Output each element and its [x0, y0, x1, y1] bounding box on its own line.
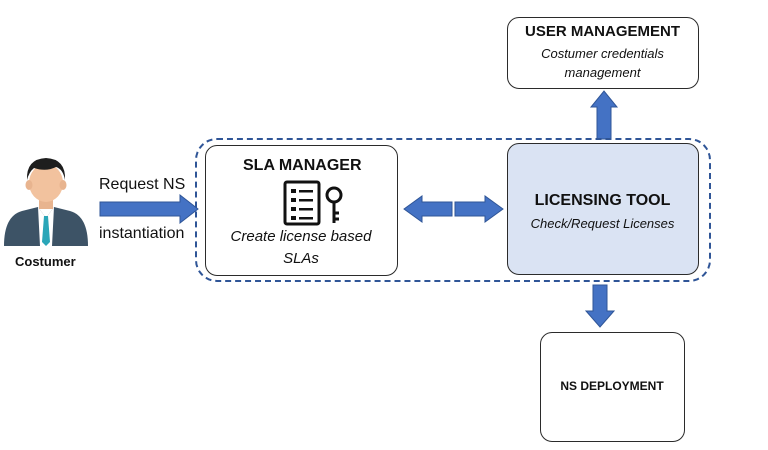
- customer-avatar-icon: [4, 158, 88, 246]
- licensing-tool-title: LICENSING TOOL: [534, 192, 671, 209]
- user-management-subtitle-line2: management: [564, 65, 641, 80]
- sla-manager-subtitle-line1: Create license based: [230, 228, 372, 245]
- licensing-tool-box: LICENSING TOOL Check/Request Licenses: [507, 143, 699, 275]
- customer-label: Costumer: [15, 254, 76, 269]
- core-components-group: [195, 138, 711, 282]
- request-arrow: [99, 193, 199, 225]
- bidirectional-arrow: [403, 195, 504, 223]
- sla-manager-title: SLA MANAGER: [243, 157, 362, 174]
- user-management-title: USER MANAGEMENT: [524, 23, 680, 40]
- user-management-box: USER MANAGEMENT Costumer credentials man…: [507, 17, 699, 89]
- sla-manager-box: SLA MANAGER Create license based SLAs: [205, 145, 398, 276]
- request-label-line1: Request NS: [99, 176, 186, 193]
- user-management-subtitle-line1: Costumer credentials: [541, 46, 664, 61]
- ns-deployment-box: NS DEPLOYMENT: [540, 332, 685, 442]
- down-arrow: [584, 284, 616, 328]
- sla-manager-subtitle-line2: SLAs: [283, 250, 319, 267]
- licensing-tool-subtitle: Check/Request Licenses: [530, 216, 675, 231]
- license-document-icon: [283, 180, 343, 226]
- up-arrow: [589, 90, 619, 140]
- request-label-line2: instantiation: [99, 225, 185, 242]
- ns-deployment-title: NS DEPLOYMENT: [560, 379, 664, 393]
